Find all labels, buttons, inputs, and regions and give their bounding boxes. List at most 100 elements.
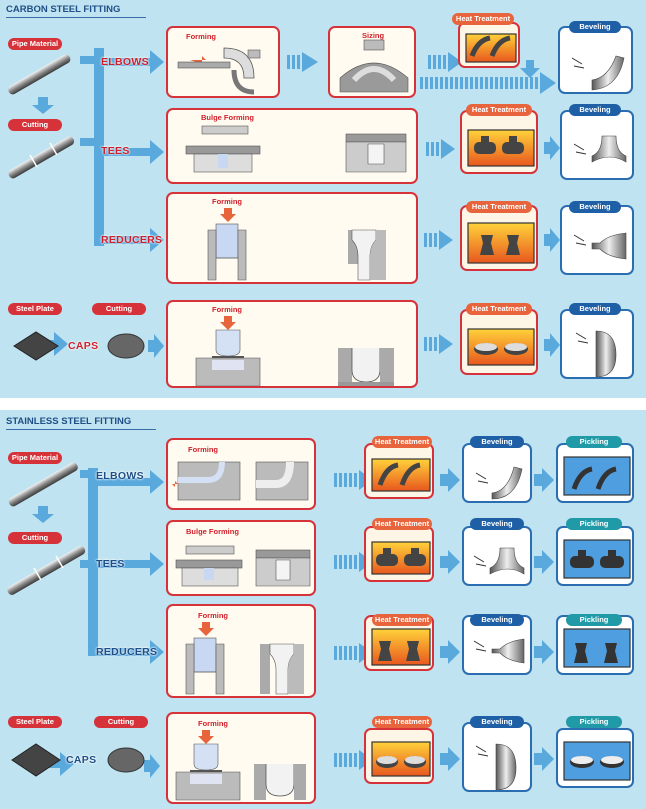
ss-cap-forming-box: Forming	[166, 712, 316, 804]
cutting-plate-tag: Cutting	[94, 716, 148, 728]
ss-elbow-heat-tag: Heat Treatment	[372, 436, 432, 448]
elbow-forming-caption: Forming	[186, 32, 216, 41]
ss-cap-forming-illustration	[175, 730, 306, 801]
ss-reducer-forming-caption: Forming	[198, 611, 228, 620]
steel-plate-icon	[11, 743, 61, 777]
cut-disc-icon	[107, 747, 145, 773]
caps-label: CAPS	[66, 754, 97, 766]
ss-elbow-forming-illustration	[172, 461, 309, 501]
reducer-forming-illustration	[207, 208, 386, 281]
pipe-material-tag: Pipe Material	[8, 452, 62, 464]
ss-elbow-forming-box: Forming	[166, 438, 316, 510]
ss-reducer-pickling-illustration	[563, 628, 631, 668]
ss-cap-heat-tag: Heat Treatment	[372, 716, 432, 728]
ss-elbow-bevel-illustration	[475, 466, 523, 500]
ss-tee-bevel-illustration	[473, 547, 525, 575]
tee-forming-box: Bulge Forming	[166, 108, 418, 184]
ss-tee-pickling-tag: Pickling	[566, 518, 622, 530]
reducer-bevel-box	[560, 205, 634, 275]
ss-elbow-pickling-box	[556, 443, 634, 503]
ss-tee-heat-illustration	[371, 541, 431, 575]
reducer-bevel-illustration	[573, 232, 627, 260]
cutting-tag: Cutting	[8, 532, 62, 544]
title-underline	[6, 17, 146, 18]
tees-label: TEES	[101, 145, 130, 157]
ss-elbow-forming-caption: Forming	[188, 445, 218, 454]
cutting-tag: Cutting	[8, 119, 62, 131]
ss-cap-bevel-illustration	[475, 743, 517, 790]
ss-elbow-bevel-tag: Beveling	[470, 436, 524, 448]
ss-tee-pickling-box	[556, 526, 634, 586]
tee-forming-illustration	[185, 125, 407, 173]
elbows-label: ELBOWS	[101, 56, 149, 68]
down-arrow-icon	[32, 506, 54, 523]
ss-elbow-bevel-box	[462, 443, 532, 503]
tee-forming-caption: Bulge Forming	[201, 113, 254, 122]
cutting-plate-tag: Cutting	[92, 303, 146, 315]
tee-heat-tag: Heat Treatment	[466, 104, 532, 116]
ss-elbow-pickling-illustration	[563, 456, 631, 496]
ss-reducer-forming-box: Forming	[166, 604, 316, 698]
ss-tee-forming-illustration	[175, 545, 311, 587]
cap-heat-illustration	[467, 328, 535, 366]
pipe-material-icon	[8, 54, 71, 95]
cap-heat-tag: Heat Treatment	[466, 303, 532, 315]
ss-cap-heat-box	[364, 728, 434, 784]
ss-tee-bevel-box	[462, 526, 532, 586]
cap-forming-caption: Forming	[212, 305, 242, 314]
tee-bevel-tag: Beveling	[569, 104, 621, 116]
steel-plate-icon	[13, 331, 59, 361]
cap-bevel-illustration	[575, 330, 617, 377]
elbow-bevel-illustration	[571, 55, 625, 91]
elbow-heat-box	[458, 22, 520, 68]
elbows-label: ELBOWS	[96, 470, 144, 482]
reducer-bevel-tag: Beveling	[569, 201, 621, 213]
down-arrow-icon	[32, 97, 54, 114]
cap-forming-illustration	[195, 316, 394, 386]
ss-cap-heat-illustration	[371, 741, 431, 777]
pipe-material-tag: Pipe Material	[8, 38, 62, 50]
cut-disc-icon	[107, 333, 145, 359]
ss-tee-bevel-tag: Beveling	[470, 518, 524, 530]
cap-heat-box	[460, 309, 538, 375]
reducer-heat-tag: Heat Treatment	[466, 201, 532, 213]
ss-reducer-pickling-tag: Pickling	[566, 614, 622, 626]
tee-bevel-box	[560, 110, 634, 180]
reducer-forming-box: Forming	[166, 192, 418, 284]
elbow-sizing-box: Sizing	[328, 26, 416, 98]
caps-label: CAPS	[68, 340, 99, 352]
ss-tee-heat-box	[364, 526, 434, 582]
elbow-bevel-box	[558, 26, 633, 94]
reducers-label: REDUCERS	[96, 646, 158, 658]
cap-bevel-box	[560, 309, 634, 379]
ss-elbow-pickling-tag: Pickling	[566, 436, 622, 448]
reducer-heat-illustration	[467, 222, 535, 264]
ss-cap-pickling-illustration	[563, 741, 631, 781]
reducer-heat-box	[460, 205, 538, 271]
carbon-steel-panel: CARBON STEEL FITTING	[0, 0, 646, 398]
elbow-forming-illustration	[177, 47, 261, 95]
cut-pipe-icon	[7, 545, 86, 595]
ss-elbow-heat-box	[364, 443, 434, 499]
ss-reducer-forming-illustration	[185, 622, 304, 695]
dash-arrow	[287, 52, 318, 72]
ss-tee-forming-caption: Bulge Forming	[186, 527, 239, 536]
ss-cap-forming-caption: Forming	[198, 719, 228, 728]
cut-pipe-icon	[8, 136, 75, 179]
elbow-bevel-tag: Beveling	[569, 21, 621, 33]
title-underline	[6, 429, 156, 430]
ss-reducer-heat-tag: Heat Treatment	[372, 614, 432, 626]
ss-reducer-heat-illustration	[371, 628, 431, 666]
ss-cap-pickling-tag: Pickling	[566, 716, 622, 728]
ss-reducer-bevel-tag: Beveling	[470, 614, 524, 626]
elbow-sizing-caption: Sizing	[362, 31, 385, 40]
elbow-sizing-illustration	[339, 39, 409, 93]
cap-forming-box: Forming	[166, 300, 418, 388]
ss-cap-bevel-tag: Beveling	[470, 716, 524, 728]
ss-tee-forming-box: Bulge Forming	[166, 520, 316, 596]
ss-elbow-heat-illustration	[371, 458, 431, 492]
elbow-heat-illustration	[465, 33, 517, 63]
cap-bevel-tag: Beveling	[569, 303, 621, 315]
tee-bevel-illustration	[573, 135, 627, 163]
